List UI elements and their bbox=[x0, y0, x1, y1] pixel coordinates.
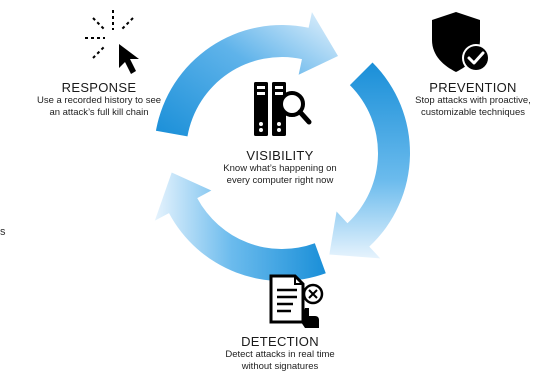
cycle-arrow-left bbox=[154, 172, 326, 282]
cycle-arrow-right bbox=[329, 62, 410, 259]
stage-visibility: VISIBILITY Know what’s happening on ever… bbox=[205, 148, 355, 186]
detection-title: DETECTION bbox=[241, 334, 319, 349]
prevention-description-line-1: Stop attacks with proactive, bbox=[415, 95, 531, 106]
visibility-description-line-2: every computer right now bbox=[226, 174, 334, 186]
detection-description-line-2: without signatures bbox=[241, 360, 319, 372]
stage-response: RESPONSE Use a recorded history to see a… bbox=[24, 80, 174, 118]
response-description-line-2: an attack’s full kill chain bbox=[49, 106, 149, 118]
shield-check-icon bbox=[428, 10, 494, 76]
visibility-description-line-1: Know what’s happening on bbox=[223, 163, 337, 174]
detection-description-line-1: Detect attacks in real time bbox=[225, 349, 335, 360]
stage-detection: DETECTION Detect attacks in real time wi… bbox=[205, 334, 355, 372]
visibility-title: VISIBILITY bbox=[246, 148, 314, 163]
prevention-description-line-2: customizable techniques bbox=[420, 106, 526, 118]
cursor-click-icon bbox=[83, 8, 153, 80]
prevention-title: PREVENTION bbox=[429, 80, 517, 95]
response-title: RESPONSE bbox=[61, 80, 137, 95]
server-magnifier-icon bbox=[250, 78, 312, 140]
cycle-arrow-top bbox=[155, 12, 338, 137]
stage-prevention: PREVENTION Stop attacks with proactive, … bbox=[398, 80, 548, 118]
document-alert-icon bbox=[265, 272, 327, 334]
cropped-text-fragment: s bbox=[0, 226, 6, 238]
response-description-line-1: Use a recorded history to see bbox=[36, 95, 162, 106]
